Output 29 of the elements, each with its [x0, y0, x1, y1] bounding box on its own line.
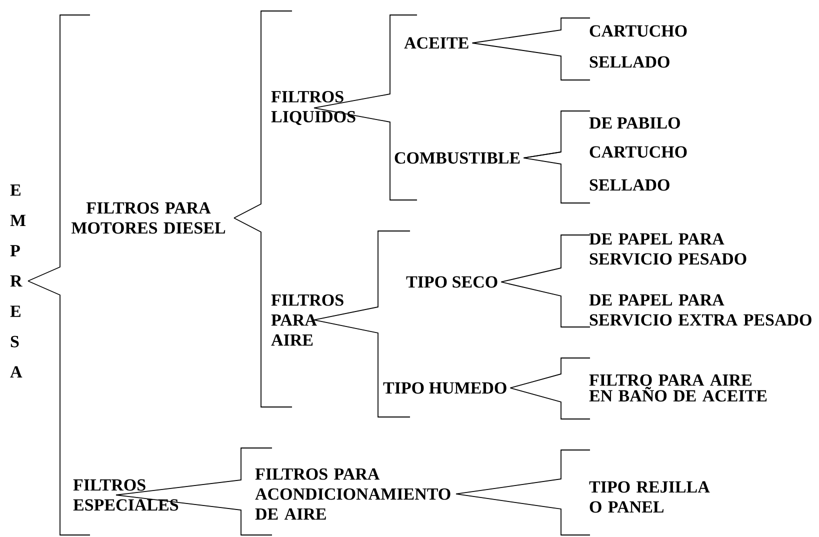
- category-text: FILTROS LIQUIDOS: [271, 90, 356, 125]
- bracket: [314, 230, 410, 418]
- bracket: [456, 450, 590, 536]
- category-text: DE PAPEL PARA SERVICIO EXTRA PESADO: [589, 294, 812, 326]
- bracket: [472, 18, 590, 80]
- category-text: FILTROS PARA AIRE: [271, 294, 344, 346]
- category-text: ACEITE: [404, 37, 468, 49]
- category-text: COMBUSTIBLE: [394, 152, 520, 164]
- bracket: [116, 448, 272, 536]
- category-text: DE PAPEL PARA SERVICIO PESADO: [589, 233, 746, 265]
- category-text: DE PABILO: [589, 117, 680, 129]
- category-text: FILTROS PARA MOTORES DIESEL: [72, 202, 226, 234]
- category-text: E M P R E S A: [10, 184, 26, 378]
- category-text: TIPO SECO: [406, 276, 498, 288]
- category-text: FILTROS ESPECIALES: [73, 479, 178, 511]
- bracket: [523, 110, 590, 204]
- category-text: TIPO HUMEDO: [383, 382, 506, 394]
- category-text: FILTROS PARA ACONDICIONAMIENTO DE AIRE: [255, 468, 450, 520]
- category-text: CARTUCHO: [590, 146, 687, 158]
- bracket: [510, 358, 590, 420]
- bracket: [234, 10, 292, 408]
- bracket: [28, 14, 90, 536]
- bracket: [314, 14, 418, 200]
- bracket: [500, 234, 590, 328]
- category-text: SELLADO: [590, 179, 670, 191]
- category-text: TIPO REJILLA O PANEL: [589, 481, 710, 513]
- category-text: SELLADO: [590, 56, 670, 68]
- category-text: FILTRO PARA AIRE EN BAÑO DE ACEITE: [589, 374, 767, 402]
- category-text: CARTUCHO: [590, 25, 687, 37]
